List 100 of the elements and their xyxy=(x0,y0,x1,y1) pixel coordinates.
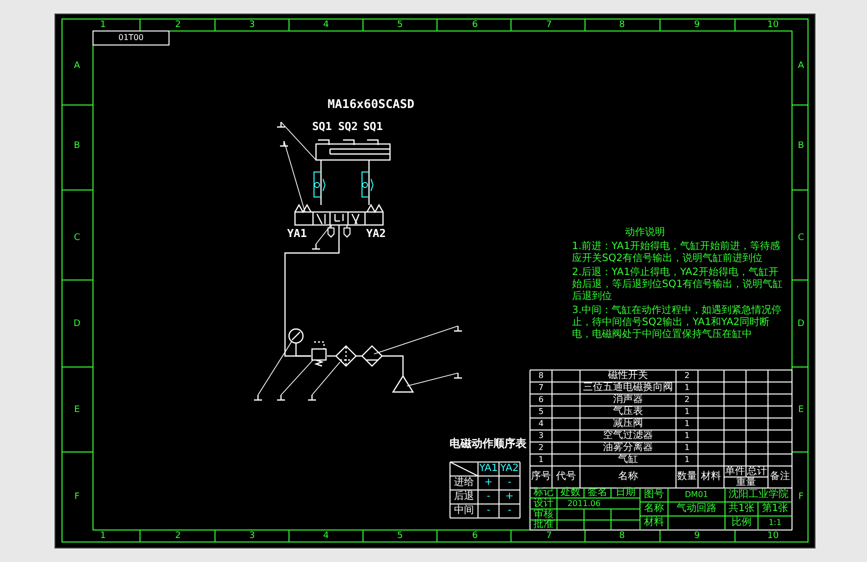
grid-reference-number: 10 xyxy=(766,531,780,542)
title-block-cell-text: 设计 xyxy=(532,498,554,509)
title-block-cell-text: 日期 xyxy=(614,488,636,498)
grid-reference-letter: B xyxy=(796,140,806,153)
sensor-label: SQ1 xyxy=(311,120,333,134)
leader-line xyxy=(280,122,316,160)
sensor-label: SQ1 xyxy=(362,120,384,134)
grid-reference-number: 2 xyxy=(174,531,182,542)
table-cell-text: 4 xyxy=(537,418,545,430)
grid-reference-number: 9 xyxy=(693,19,701,31)
grid-reference-number: 4 xyxy=(322,531,330,542)
leader-line xyxy=(316,224,332,244)
notes-heading: 动作说明 xyxy=(624,226,666,239)
note-text: 1.前进：YA1开始得电，气缸开始前进，等待感应开关SQ2有信号输出，说明气缸前进到位 xyxy=(572,241,782,265)
grid-reference-number: 8 xyxy=(618,19,626,31)
title-block-cell-text: 名称 xyxy=(643,502,665,516)
title-block-cell-text: 材料 xyxy=(643,516,665,530)
title-block-cell-text: 共1张 xyxy=(727,502,756,516)
callout-tick-mark xyxy=(280,141,288,146)
grid-reference-number: 7 xyxy=(545,19,553,31)
table-cell-text: 8 xyxy=(537,370,545,382)
table-cell-text: - xyxy=(486,490,492,504)
title-block-cell-text: DM01 xyxy=(684,489,710,502)
grid-reference-number: 4 xyxy=(322,19,330,31)
callout-tick-mark xyxy=(308,395,316,400)
pneumatic-cylinder-symbol xyxy=(316,140,390,160)
table-cell: YA2 xyxy=(499,462,520,476)
table-cell-text: 7 xyxy=(537,382,545,394)
grid-reference-number: 2 xyxy=(174,19,182,31)
grid-reference-letter: C xyxy=(72,232,82,245)
grid-reference-letter: D xyxy=(796,318,806,331)
pipe-line xyxy=(295,343,311,357)
table-cell-text: 1 xyxy=(683,454,691,466)
grid-reference-number: 9 xyxy=(693,531,701,542)
title-block-cell-text: 气动回路 xyxy=(676,502,718,516)
table-cell-text: 5 xyxy=(537,406,545,418)
pipe-line xyxy=(320,160,322,205)
table-header-cell-text: 单件 xyxy=(724,466,745,477)
table-cell-text: - xyxy=(486,504,492,518)
table-cell-text: 气压表 xyxy=(612,406,644,418)
note-text: 2.后退：YA1停止得电，YA2开始得电，气缸开始后退，等后退到位SQ1有信号输出，说明气缸后退到位 xyxy=(572,267,784,303)
table-cell-text: 2 xyxy=(683,394,691,406)
title-block-cell-text: 标记 xyxy=(532,488,554,498)
title-block-cell-text: 第1张 xyxy=(760,502,790,516)
solenoid-valve-symbol xyxy=(295,205,383,225)
table-cell: YA1 xyxy=(478,462,499,476)
grid-reference-letter: F xyxy=(73,490,81,504)
grid-reference-number: 6 xyxy=(471,19,479,31)
callout-tick-mark xyxy=(454,373,462,378)
air-filter-symbol xyxy=(336,346,356,366)
title-block-cell-text: 审核 xyxy=(532,509,554,520)
grid-reference-letter: B xyxy=(72,140,82,153)
table-cell-text: 1 xyxy=(683,430,691,442)
grid-reference-number: 3 xyxy=(248,531,256,542)
table-cell-text: 进给 xyxy=(453,476,475,490)
table-cell-text: - xyxy=(506,476,512,490)
table-cell-text: 2 xyxy=(537,442,545,454)
title-block-cell-text: 处数 xyxy=(560,488,582,498)
oil-mist-separator-symbol xyxy=(362,346,382,366)
note-text: 3.中间：气缸在动作过程中，如遇到紧急情况停止，待中间信号SQ2输出，YA1和YA2同时断电，电磁阀处于中间位置保持气压在缸中 xyxy=(572,305,783,341)
grid-reference-number: 1 xyxy=(99,19,107,31)
table-header-cell-text: 总计 xyxy=(746,466,768,477)
model-number-text: MA16x60SCASD xyxy=(326,98,416,112)
grid-reference-letter: F xyxy=(797,490,805,504)
table-cell-text: 1 xyxy=(683,406,691,418)
table-cell-text: 后退 xyxy=(453,490,475,504)
pipe-line xyxy=(368,160,370,205)
leader-line xyxy=(284,140,306,212)
callout-tick-mark xyxy=(254,395,262,400)
table-cell-text: 1 xyxy=(537,454,545,466)
pressure-regulator-symbol xyxy=(311,342,327,366)
grid-reference-letter: A xyxy=(796,60,806,73)
table-header-cell-text: 备注 xyxy=(769,470,791,484)
table-header-cell-text: 材料 xyxy=(700,470,722,484)
callout-tick-mark xyxy=(454,326,462,331)
title-block-cell-text: 2011.06 xyxy=(566,498,602,509)
table-cell-text: + xyxy=(483,476,494,490)
grid-reference-number: 7 xyxy=(545,531,553,542)
leader-line xyxy=(312,362,340,396)
leader-line xyxy=(406,372,458,386)
leader-line xyxy=(374,326,458,354)
pipe-line xyxy=(284,225,340,357)
grid-reference-letter: D xyxy=(72,318,82,331)
air-source-symbol xyxy=(393,376,413,392)
leader-line xyxy=(258,340,292,396)
table-title: 电磁动作顺序表 xyxy=(448,436,528,452)
solenoid-label: YA2 xyxy=(365,227,387,241)
table-cell-text: 气缸 xyxy=(617,454,639,466)
grid-reference-number: 6 xyxy=(471,531,479,542)
leader-line xyxy=(280,360,314,396)
grid-reference-letter: E xyxy=(73,404,81,417)
grid-reference-letter: E xyxy=(797,404,805,417)
table-cell-text: 减压阀 xyxy=(612,418,644,430)
table-header-cell-text: 名称 xyxy=(617,470,639,484)
table-header-cell-text: 序号 xyxy=(530,470,552,484)
table-header-cell-text: 数量 xyxy=(676,470,698,484)
solenoid-label: YA1 xyxy=(286,227,308,241)
table-cell-text: + xyxy=(504,490,515,504)
table-cell-text: 2 xyxy=(683,370,691,382)
title-block-cell-text: 比例 xyxy=(730,516,752,530)
